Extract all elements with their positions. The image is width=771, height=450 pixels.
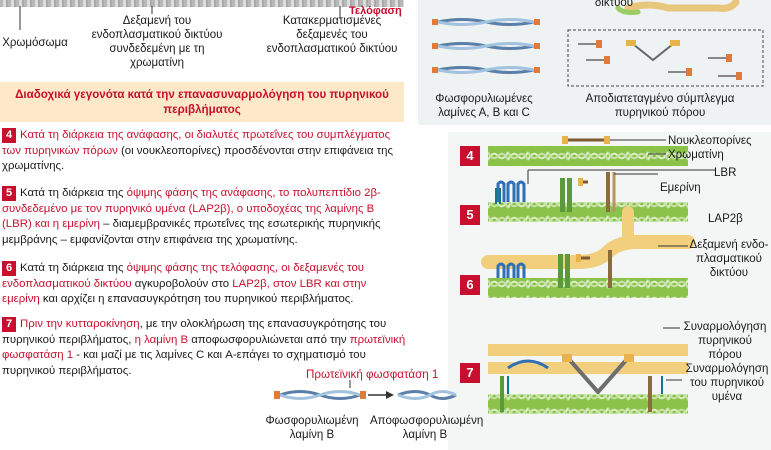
phosphorylated-lamins-icon: [432, 18, 540, 74]
phosphorylated-lamins-label: Φωσφορυλιωμένες λαμίνες Α, Β και C: [435, 93, 533, 119]
nucleoporins-label: Νουκλεοπορίνες: [668, 135, 752, 147]
phosphatase-reaction-diagram: [274, 380, 457, 400]
diagram-step-6-badge: 6: [460, 275, 480, 295]
phosphatase-enzyme-label: Πρωτεϊνική φωσφατάση 1: [306, 368, 439, 381]
top-right-diagram: [432, 0, 764, 87]
phosphorylated-lamin-b-label: Φωσφορυλιωμένη λαμίνη Β: [265, 415, 359, 441]
dephosphorylated-lamin-b-label: Αποφωσφορυλιωμένη λαμίνη Β: [370, 415, 484, 441]
right-leader-lines: [527, 139, 716, 381]
step-6-black: και αρχίζει η επανασυγκρότηση του πυρηνι…: [39, 293, 354, 305]
diagram-step-7-badge: 7: [460, 363, 480, 383]
pore-assembly-label: Συναρμολόγηση πυρηνικού πόρου: [683, 321, 767, 361]
er-cistern-label: Δεξαμενή ενδο-πλασματικού δικτύου: [689, 239, 769, 279]
disorganized-pore-complex-icon: [567, 29, 764, 87]
top-left-leader-lines: [19, 6, 341, 30]
step-7-red: Πριν την κυτταροκίνηση: [20, 318, 140, 330]
er-fragment-label: δικτύου: [594, 0, 634, 9]
disorganized-pore-label: Αποδιατεταγμένο σύμπλεγμα πυρηνικού πόρο…: [585, 93, 735, 119]
envelope-assembly-label: Συναρμολόγηση του πυρηνικού υμένα: [685, 363, 769, 403]
step-6-diagram: [481, 206, 695, 298]
lbr-label: LBR: [714, 167, 737, 179]
chromatin-label: Χρωματίνη: [668, 149, 724, 161]
diagram-step-4-badge: 4: [460, 146, 480, 166]
step-6-red2: LAP2β, στον LBR και στην εμερίνη: [2, 277, 367, 306]
chromosome-label: Χρωμόσωμα: [2, 37, 68, 49]
step-4-black: (οι νουκλεοπορίνες) προσδένονται στην επ…: [2, 144, 393, 173]
step-6-red: όψιμης φάσης της τελόφασης, οι δεξαμενές…: [2, 262, 365, 290]
stage-label-telophase: Τελόφαση: [349, 5, 402, 17]
step-6-text: 6 Κατά τη διάρκεια της όψιμης φάσης της τ…: [2, 261, 406, 308]
step-7-black: - και μαζί με τις λαμίνες C και A-επάγει…: [2, 349, 366, 377]
step-4-red: Κατά τη διάρκεια της ανάφασης, οι διαλυτ…: [2, 129, 391, 157]
step-4-badge: 4: [2, 128, 16, 143]
step-6-mid: αγκυροβολούν στο: [131, 277, 233, 290]
fragmented-er-label: Κατακερματισμένες δεξαμενές του ενδοπλασ…: [266, 15, 398, 55]
step-7-mid2: αποφωσφορυλιώνεται από την: [188, 333, 350, 346]
er-cistern-chromatin-label: Δεξαμενή του ενδοπλασματικού δικτύου συν…: [91, 15, 223, 69]
banner-title: Διαδοχικά γεγονότα κατά την επανασυναρμο…: [15, 88, 389, 116]
step-7-red3: πρωτεϊνική φωσφατάση 1: [2, 333, 406, 362]
step-7-badge: 7: [2, 317, 16, 332]
main-diagram: [481, 136, 716, 414]
step-7-text: 7 Πριν την κυτταροκίνηση, με την ολοκλήρω…: [2, 317, 406, 379]
step-6-badge: 6: [2, 261, 16, 276]
step-7-mid: , με την ολοκλήρωση της επανασυγκρότησης…: [2, 318, 387, 346]
diagram-step-5-badge: 5: [460, 205, 480, 225]
er-fragment-icon: [615, 0, 740, 15]
step-5-text: 5 Κατά τη διάρκεια της όψιμης φάσης της α…: [2, 186, 406, 248]
banner: Διαδοχικά γεγονότα κατά την επανασυναρμο…: [0, 82, 404, 122]
step-7-red2: η λαμίνη Β: [134, 333, 189, 346]
step-5-badge: 5: [2, 186, 16, 201]
step-4-diagram: [488, 136, 688, 166]
chromosome-image-strip: [0, 0, 404, 7]
step-5-red: όψιμης φάσης της ανάφασης, το πολυπεπτίδ…: [2, 187, 381, 230]
step-6-pre: Κατά τη διάρκεια της: [20, 262, 127, 274]
lap2b-label: LAP2β: [708, 213, 743, 225]
emerin-label: Εμερίνη: [660, 182, 701, 194]
step-5-diagram: [488, 172, 688, 222]
step-7-diagram: [488, 344, 688, 414]
step-5-pre: Κατά τη διάρκεια της: [20, 187, 127, 199]
step-5-black: – διαμεμβρανικές πρωτεΐνες της εσωτερική…: [2, 218, 381, 246]
